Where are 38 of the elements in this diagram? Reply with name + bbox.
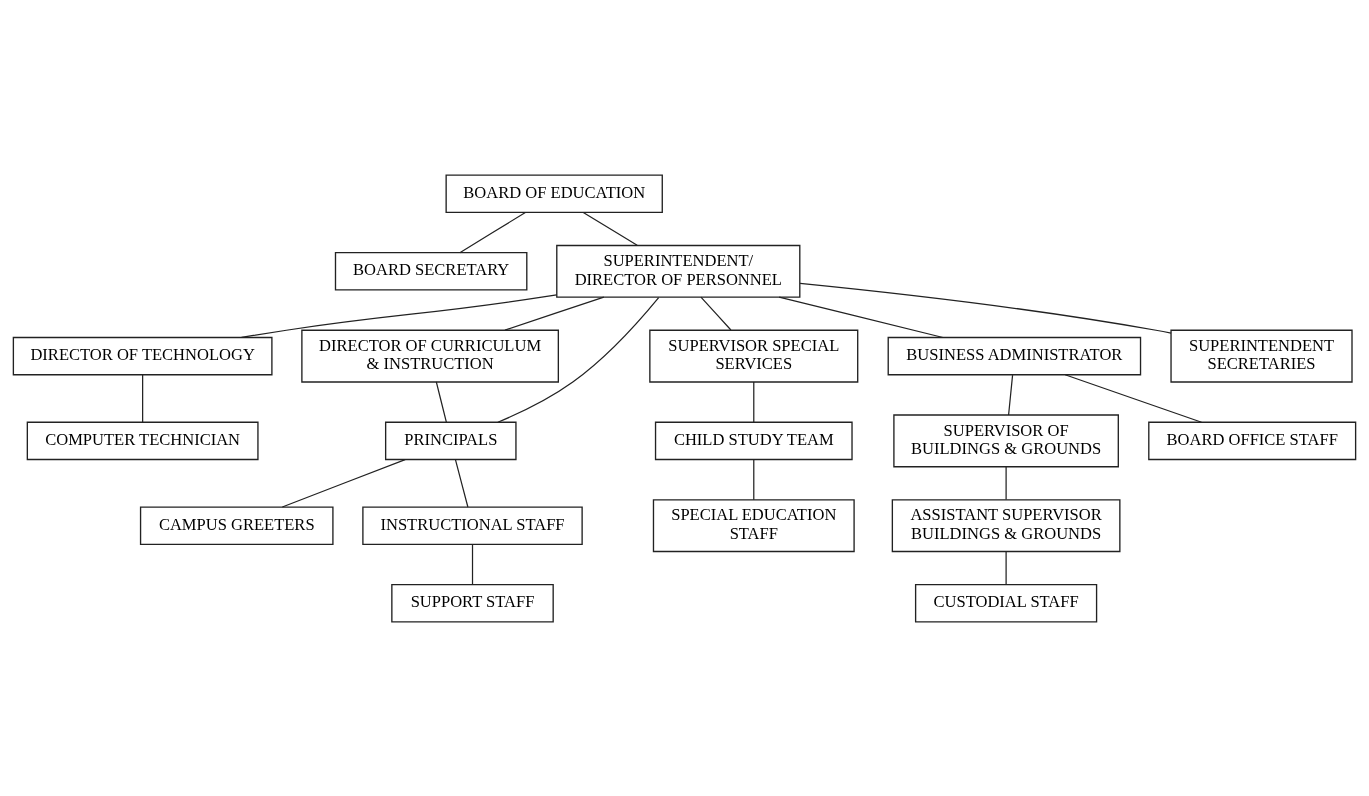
connector (240, 293, 558, 338)
node-box: BOARD OF EDUCATION (445, 173, 663, 213)
node-box: BOARD OFFICE STAFF (1148, 421, 1357, 460)
connector (753, 380, 755, 423)
connector (497, 296, 660, 423)
node-box: DIRECTOR OF CURRICULUM & INSTRUCTION (301, 329, 559, 383)
connector (753, 458, 755, 500)
connector (435, 380, 447, 423)
connector (281, 458, 406, 508)
connector (142, 373, 144, 423)
connector (582, 211, 638, 246)
node-box: COMPUTER TECHNICIAN (26, 421, 259, 460)
node-box: BUSINESS ADMINISTRATOR (887, 336, 1142, 375)
connector (1007, 373, 1014, 416)
connector (471, 543, 474, 585)
node-box: CAMPUS GREETERS (139, 505, 334, 545)
connector (1005, 465, 1007, 500)
node-box: ASSISTANT SUPERVISOR BUILDINGS & GROUNDS (891, 498, 1121, 552)
connector (778, 296, 944, 338)
connector (799, 282, 1172, 334)
node-box: SUPERVISOR OF BUILDINGS & GROUNDS (893, 413, 1119, 467)
node-box: CUSTODIAL STAFF (914, 583, 1098, 623)
node-box: SUPPORT STAFF (391, 583, 554, 623)
node-box: BOARD SECRETARY (334, 251, 528, 291)
node-box: SUPERINTENDENT/ DIRECTOR OF PERSONNEL (556, 244, 801, 298)
node-box: SUPERINTENDENT SECRETARIES (1170, 329, 1353, 383)
connector (504, 296, 605, 331)
connector (454, 458, 469, 508)
connector (1005, 550, 1007, 585)
node-box: SPECIAL EDUCATION STAFF (652, 498, 855, 552)
node-box: INSTRUCTIONAL STAFF (362, 505, 583, 545)
connector (459, 211, 526, 253)
node-box: SUPERVISOR SPECIAL SERVICES (649, 329, 859, 383)
node-box: DIRECTOR OF TECHNOLOGY (12, 336, 273, 375)
node-box: CHILD STUDY TEAM (654, 421, 853, 460)
connector (1064, 373, 1203, 423)
connector (700, 296, 732, 331)
node-box: PRINCIPALS (384, 421, 517, 460)
